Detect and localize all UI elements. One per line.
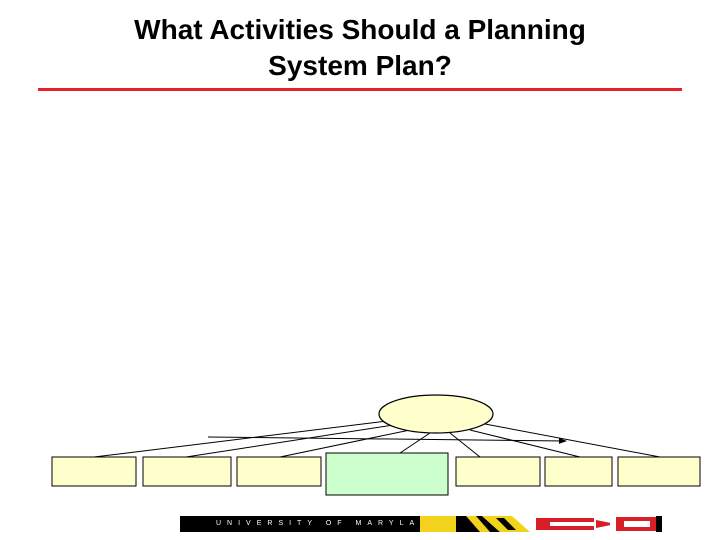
activity-box-1 xyxy=(51,456,137,487)
university-name: UNIVERSITY OF MARYLAND xyxy=(216,520,443,527)
activity-box-5 xyxy=(455,456,541,487)
slide-title: What Activities Should a Planning System… xyxy=(60,12,660,84)
connector-lines xyxy=(93,419,661,458)
connector-line-3 xyxy=(279,429,411,458)
activity-box-7 xyxy=(617,456,701,487)
connector-line-2 xyxy=(185,423,401,458)
activity-box-2 xyxy=(142,456,232,487)
title-underline xyxy=(38,88,682,91)
activity-box-6 xyxy=(544,456,613,487)
connector-line-5 xyxy=(449,432,481,458)
connector-line-6 xyxy=(469,429,581,458)
connector-line-1 xyxy=(93,419,396,458)
title-line-2: System Plan? xyxy=(268,50,452,81)
footer-black-band xyxy=(180,516,420,532)
connector-line-4 xyxy=(399,432,431,454)
root-ellipse xyxy=(378,394,494,434)
university-footer-banner: UNIVERSITY OF MARYLAND xyxy=(180,516,662,532)
timeline-arrow xyxy=(207,436,567,444)
maryland-flag-graphic xyxy=(420,516,662,532)
activity-box-highlighted xyxy=(325,452,449,496)
activity-box-3 xyxy=(236,456,322,487)
connector-line-7 xyxy=(484,423,661,458)
title-line-1: What Activities Should a Planning xyxy=(134,14,586,45)
